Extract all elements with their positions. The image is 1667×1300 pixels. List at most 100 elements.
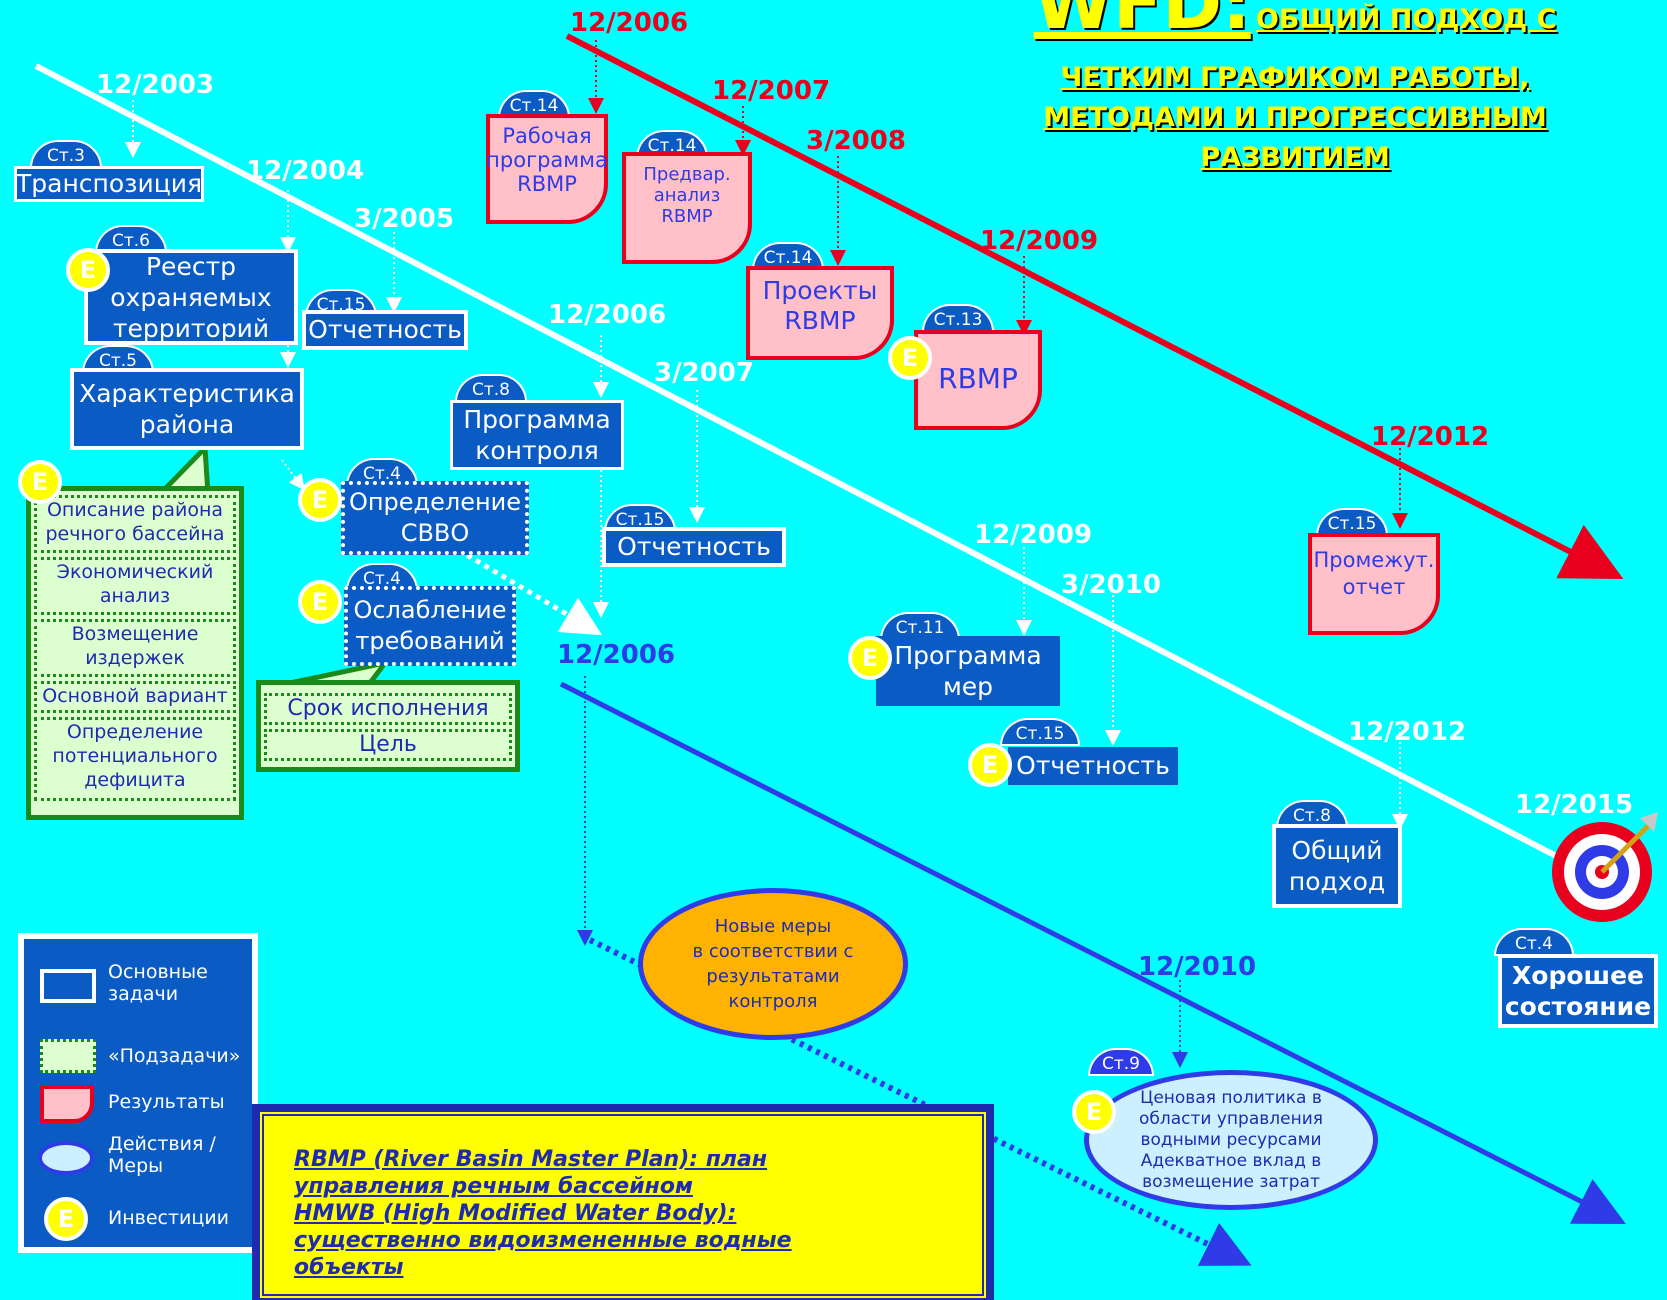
- task-district-characteristics: Характеристика района: [70, 368, 304, 450]
- date-white-2012: 12/2012: [1348, 717, 1467, 747]
- subtask-item: Срок исполнения: [264, 693, 512, 725]
- action-new-measures: Новые меры в соответствии с результатами…: [638, 888, 908, 1040]
- result-rbmp: RBMP: [914, 330, 1042, 430]
- date-white-2015: 12/2015: [1515, 790, 1634, 820]
- task-label: состояние: [1504, 992, 1652, 1021]
- action-label: водными ресурсами: [1140, 1129, 1322, 1150]
- subtask-item: Цель: [264, 729, 512, 761]
- title-wfd: WFD:: [1033, 0, 1251, 45]
- task-label: Отчетность: [617, 532, 771, 561]
- result-interim-report: Промежут. отчет: [1308, 533, 1440, 635]
- page-title: WFD: ОБЩИЙ ПОДХОД С ЧЕТКИМ ГРАФИКОМ РАБО…: [975, 0, 1615, 178]
- title-line3: МЕТОДАМИ И ПРОГРЕССИВНЫМ: [1043, 102, 1547, 133]
- abbreviations-note: RBMP (River Basin Master Plan): план упр…: [258, 1110, 988, 1300]
- date-red-2008: 3/2008: [806, 126, 906, 156]
- task-hmwb-identification: Определение СВВО: [341, 481, 529, 555]
- action-label: области управления: [1139, 1108, 1323, 1129]
- result-label: RBMP: [661, 206, 713, 227]
- date-red-2009: 12/2009: [980, 226, 1099, 256]
- investment-icon: E: [848, 636, 892, 680]
- task-label: охраняемых: [110, 282, 272, 312]
- task-derogations: Ослабление требований: [344, 586, 516, 666]
- date-white-2007: 3/2007: [654, 358, 754, 388]
- action-label: Адекватное вклад в: [1140, 1150, 1322, 1171]
- legend-invest-label: Инвестиции: [108, 1207, 230, 1229]
- task-reporting-2005: Отчетность: [302, 310, 468, 350]
- article-tag: Ст.13: [922, 304, 994, 332]
- date-white-2010: 3/2010: [1061, 570, 1161, 600]
- task-protected-areas-registry: Реестр охраняемых территорий: [84, 249, 298, 345]
- investment-icon: E: [1072, 1090, 1116, 1134]
- result-rbmp-work-programme: Рабочая программа RBMP: [486, 114, 608, 224]
- action-label: контроля: [728, 991, 818, 1012]
- title-line2: ЧЕТКИМ ГРАФИКОМ РАБОТЫ,: [1060, 62, 1530, 93]
- task-transposition: Транспозиция: [14, 166, 204, 202]
- result-label: RBMP: [517, 172, 577, 196]
- task-reporting-2007: Отчетность: [602, 527, 786, 567]
- task-label: контроля: [475, 436, 599, 465]
- date-white-2005: 3/2005: [354, 204, 454, 234]
- target-icon: [1552, 812, 1658, 922]
- legend-actions-swatch: [38, 1141, 94, 1175]
- subtask-item: Определение потенциального дефицита: [34, 717, 236, 801]
- date-white-2004: 12/2004: [246, 156, 365, 186]
- task-label: Ослабление: [353, 596, 507, 624]
- task-label: СВВО: [400, 519, 470, 547]
- action-label: Новые меры: [714, 916, 832, 937]
- red-timeline: [565, 33, 1624, 579]
- action-water-pricing: Ценовая политика в области управления во…: [1084, 1070, 1378, 1210]
- legend-main-swatch: [40, 969, 96, 1003]
- article-tag: Ст.8: [1276, 800, 1348, 828]
- subtasks-district: Описание района речного бассейна Экономи…: [26, 486, 244, 820]
- title-line1: ОБЩИЙ ПОДХОД С: [1255, 4, 1557, 35]
- date-blue-2010: 12/2010: [1138, 952, 1257, 982]
- task-label: требований: [355, 627, 505, 655]
- result-rbmp-drafts: Проекты RBMP: [746, 266, 894, 360]
- task-label: Программа: [894, 641, 1042, 670]
- blue-timeline: [559, 681, 1626, 1225]
- date-red-2007: 12/2007: [712, 76, 831, 106]
- subtask-item: Возмещение издержек: [34, 619, 236, 677]
- result-label: анализ: [653, 185, 721, 206]
- result-label: отчет: [1342, 575, 1406, 599]
- date-white-2003: 12/2003: [96, 70, 215, 100]
- legend-sub-swatch: [40, 1039, 96, 1073]
- note-line: управления речным бассейном: [294, 1174, 693, 1199]
- task-good-status: Хорошее состояние: [1498, 954, 1658, 1028]
- note-line: объекты: [294, 1255, 404, 1280]
- task-label: Определение: [348, 488, 522, 516]
- investment-icon: E: [18, 460, 62, 504]
- investment-icon: E: [66, 248, 110, 292]
- result-label: RBMP: [784, 306, 856, 335]
- action-label: результатами: [706, 966, 840, 987]
- legend-actions-label: Действия /Меры: [108, 1133, 216, 1177]
- task-label: Хорошее: [1512, 961, 1644, 990]
- investment-icon: E: [298, 478, 342, 522]
- legend-results-label: Результаты: [108, 1091, 225, 1113]
- task-label: Программа: [463, 405, 611, 434]
- result-label: Проекты: [762, 276, 878, 305]
- subtask-item: Экономический анализ: [34, 557, 236, 615]
- result-label: программа: [486, 148, 608, 172]
- date-white-2009: 12/2009: [974, 520, 1093, 550]
- task-label: подход: [1288, 867, 1386, 896]
- note-line: HMWB (High Modified Water Body):: [294, 1201, 737, 1226]
- task-label: Характеристика: [79, 379, 295, 408]
- action-label: Ценовая политика в: [1140, 1087, 1322, 1108]
- task-label: территорий: [112, 313, 270, 343]
- task-label: Транспозиция: [15, 169, 203, 198]
- subtask-item: Основной вариант: [34, 681, 236, 713]
- task-label: Реестр: [145, 251, 236, 281]
- subtask-item: Описание района речного бассейна: [34, 495, 236, 553]
- white-timeline: [34, 63, 1562, 861]
- title-line4: РАЗВИТИЕМ: [1200, 142, 1390, 173]
- date-blue-2006: 12/2006: [557, 640, 676, 670]
- task-monitoring-programme: Программа контроля: [450, 400, 624, 470]
- subtasks-derogations: Срок исполнения Цель: [256, 680, 520, 772]
- task-label: Отчетность: [308, 315, 462, 344]
- result-rbmp-preliminary-analysis: Предвар. анализ RBMP: [622, 152, 752, 264]
- legend-sub-label: «Подзадачи»: [108, 1045, 241, 1067]
- date-red-2012: 12/2012: [1371, 422, 1490, 452]
